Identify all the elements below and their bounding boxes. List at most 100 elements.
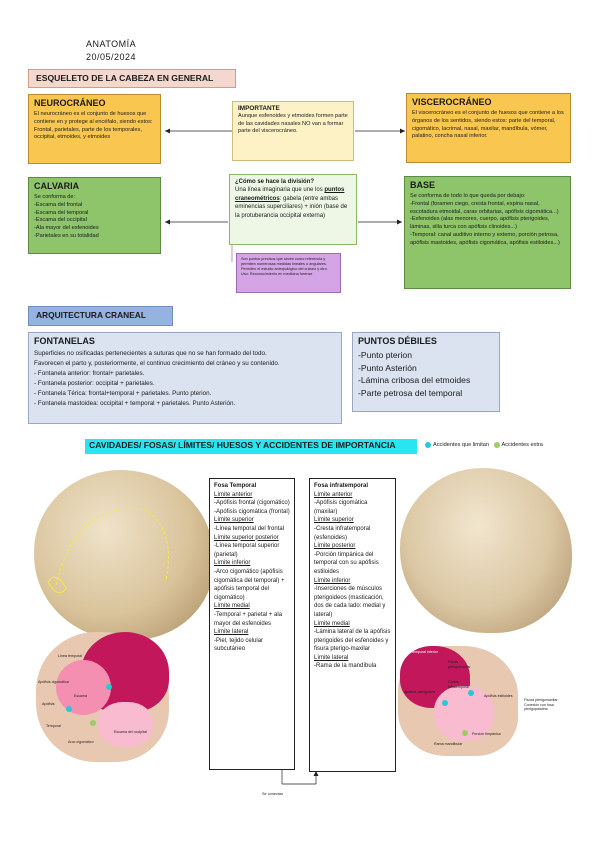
limit-item: -Inserciones de músculos pterigoideos (m… (314, 586, 386, 618)
limit-heading: Límite superior (214, 517, 254, 524)
page-title: ESQUELETO DE LA CABEZA EN GENERAL (28, 69, 236, 88)
landmark-dot-icon (462, 730, 468, 736)
division-text-post: : gabela (entre ambas eminencias superci… (235, 195, 348, 219)
right-diagram-label: Fisura pterigomaxilar (448, 660, 471, 669)
calvaria-box: CALVARIA Se conforma de: -Escama del fro… (28, 177, 161, 254)
legend-a: Accidentes que limitan (433, 442, 489, 448)
right-skull-diagram: Línea temporal inferior Fisura pterigoma… (398, 646, 576, 764)
importante-title: IMPORTANTE (238, 105, 280, 112)
left-diagram-label: Arco cigomático (68, 740, 94, 744)
calvaria-line: -Escama del frontal (34, 201, 83, 208)
limit-heading: Límite medial (314, 620, 350, 627)
limit-item: -Rama de la mandíbula (314, 663, 377, 670)
puntos-debiles-box: PUNTOS DÉBILES -Punto pterion -Punto Ast… (352, 332, 500, 412)
division-box: ¿Cómo se hace la división? Una línea ima… (229, 174, 357, 245)
left-diagram-label: Línea temporal (58, 654, 82, 658)
neurocraneo-title: NEUROCRÁNEO (34, 98, 106, 108)
limit-heading: Límite inferior (314, 577, 351, 584)
left-skull-photo (26, 470, 216, 670)
right-diagram-label: Línea temporal inferior (402, 650, 438, 654)
fontanelas-line: - Fontanela mastoidea: occipital + tempo… (34, 400, 236, 407)
puntos-debiles-item: -Punto Asterión (358, 362, 417, 373)
limit-heading: Límite medial (214, 603, 250, 610)
limit-item: -Arco cigomático (apófisis cigomática de… (214, 568, 285, 601)
division-text-underlined: puntos craneométricos (235, 187, 345, 202)
fontanelas-line: Favorecen el parto y, posteriormente, el… (34, 360, 280, 367)
importante-text: Aunque esfenoides y etmoides formen part… (238, 112, 348, 135)
fontanelas-line: - Fontanela anterior: frontal+ parietale… (34, 370, 145, 377)
calvaria-line: Se conforma de: (34, 194, 76, 200)
viscerocraneo-title: VISCEROCRÁNEO (412, 97, 492, 107)
limit-item: -Lámina lateral de la apófisis pterigoid… (314, 629, 391, 653)
right-diagram-label: Cresta infratemporal (448, 680, 469, 689)
neurocraneo-text: El neurocráneo es el conjunto de huesos … (34, 111, 153, 141)
limit-item: -Línea temporal superior (parietal) (214, 543, 280, 558)
base-line: Se conforma de todo lo que queda por deb… (410, 193, 526, 199)
landmark-dot-icon (468, 690, 474, 696)
left-diagram-label: Temporal (46, 724, 61, 728)
base-box: BASE Se conforma de todo lo que queda po… (404, 176, 571, 289)
limit-item: -Temporal + parietal + ala mayor del esf… (214, 611, 283, 627)
puntos-debiles-item: -Lámina cribosa del etmoides (358, 375, 471, 385)
fontanelas-line: - Fontanela posterior: occipital + parie… (34, 380, 155, 387)
cavidades-title: CAVIDADES/ FOSAS/ LÍMITES/ HUESOS Y ACCI… (85, 439, 417, 454)
limit-item: -Apófisis frontal (cigomático) (214, 500, 290, 507)
limit-heading: Límite anterior (314, 491, 353, 498)
right-skull-photo (396, 468, 576, 638)
purple-note: Son puntos precisos que sirven como refe… (236, 253, 341, 293)
left-diagram-label: Escama (74, 694, 87, 698)
legend-dot-cyan-icon (425, 441, 431, 448)
division-question: ¿Cómo se hace la división? (235, 179, 315, 185)
arquitectura-title: ARQUITECTURA CRANEAL (28, 306, 173, 326)
calvaria-line: -Ala mayor del esfenoides (34, 225, 99, 232)
limit-heading: Límite lateral (214, 629, 249, 636)
left-skull-diagram: Línea temporal Apófisis cigomática Escam… (36, 632, 169, 762)
landmark-dot-icon (90, 720, 96, 726)
limit-heading: Límite posterior (314, 543, 356, 550)
limit-heading: Límite anterior (214, 491, 253, 498)
fontanelas-box: FONTANELAS Superficies no osificadas per… (28, 332, 342, 424)
division-text-pre: Una línea imaginaria que une los (235, 187, 325, 194)
fontanelas-line: Superficies no osificadas pertenecientes… (34, 350, 267, 357)
base-line: -Temporal: canal auditivo interno y exte… (410, 231, 560, 246)
puntos-debiles-title: PUNTOS DÉBILES (358, 336, 437, 346)
limit-item: -Línea temporal del frontal (214, 525, 285, 532)
limit-item: -Porción timpánica del temporal con su a… (314, 551, 379, 575)
right-diagram-label: Apófisis estiloides (484, 694, 513, 698)
calvaria-line: -Escama del temporal (34, 209, 89, 216)
legend-b: Accidentes extra (501, 442, 543, 448)
legend-dot-green-icon (493, 441, 500, 448)
calvaria-line: -Escama del occipital (34, 217, 87, 224)
calvaria-line: -Parietales en su totalidad (34, 232, 99, 239)
left-diagram-label: Apófisis cigomática (38, 680, 69, 684)
calvaria-title: CALVARIA (34, 181, 80, 191)
limit-heading: Límite lateral (314, 654, 349, 661)
puntos-debiles-item: -Punto pterion (358, 350, 412, 360)
subject-label: ANATOMÍA (86, 39, 137, 49)
left-diagram-label: Escama del occipital (114, 730, 147, 734)
left-diagram-label: Apófisis (42, 702, 55, 706)
importante-box: IMPORTANTE Aunque esfenoides y etmoides … (232, 101, 354, 161)
temporal-outline-icon (47, 508, 169, 594)
limit-item: -Apófisis cigomática (frontal) (214, 508, 290, 515)
neurocraneo-box: NEUROCRÁNEO El neurocráneo es el conjunt… (28, 94, 161, 164)
limit-item: -Cresta infratemporal (esfenoides) (314, 525, 371, 541)
se-conectan-label: Se conectan (262, 792, 284, 796)
limit-item: -Apófisis cigomática (maxilar) (314, 500, 368, 515)
fosa-title: Fosa Temporal (214, 483, 257, 489)
landmark-dot-icon (66, 706, 72, 712)
base-title: BASE (410, 180, 436, 190)
limit-heading: Límite inferior (214, 560, 251, 567)
base-line: -Esfenoides (alas menores, cuerpo, apófi… (410, 216, 550, 231)
viscerocraneo-box: VISCEROCRÁNEO El viscerocráneo es el con… (406, 93, 571, 163)
right-diagram-label: Rama mandibular (434, 742, 463, 746)
base-line: -Frontal (foramen ciego, cresta frontal,… (410, 200, 559, 215)
legend: Accidentes que limitan Accidentes extra (425, 441, 543, 450)
fontanelas-line: - Fontanela Térica: frontal+temporal + p… (34, 390, 212, 397)
puntos-debiles-item: -Parte petrosa del temporal (358, 387, 463, 398)
right-diagram-label: Porción timpánica (472, 732, 501, 736)
right-note: Fisura pterigomaxilar: Conexión con fosa… (524, 698, 559, 712)
